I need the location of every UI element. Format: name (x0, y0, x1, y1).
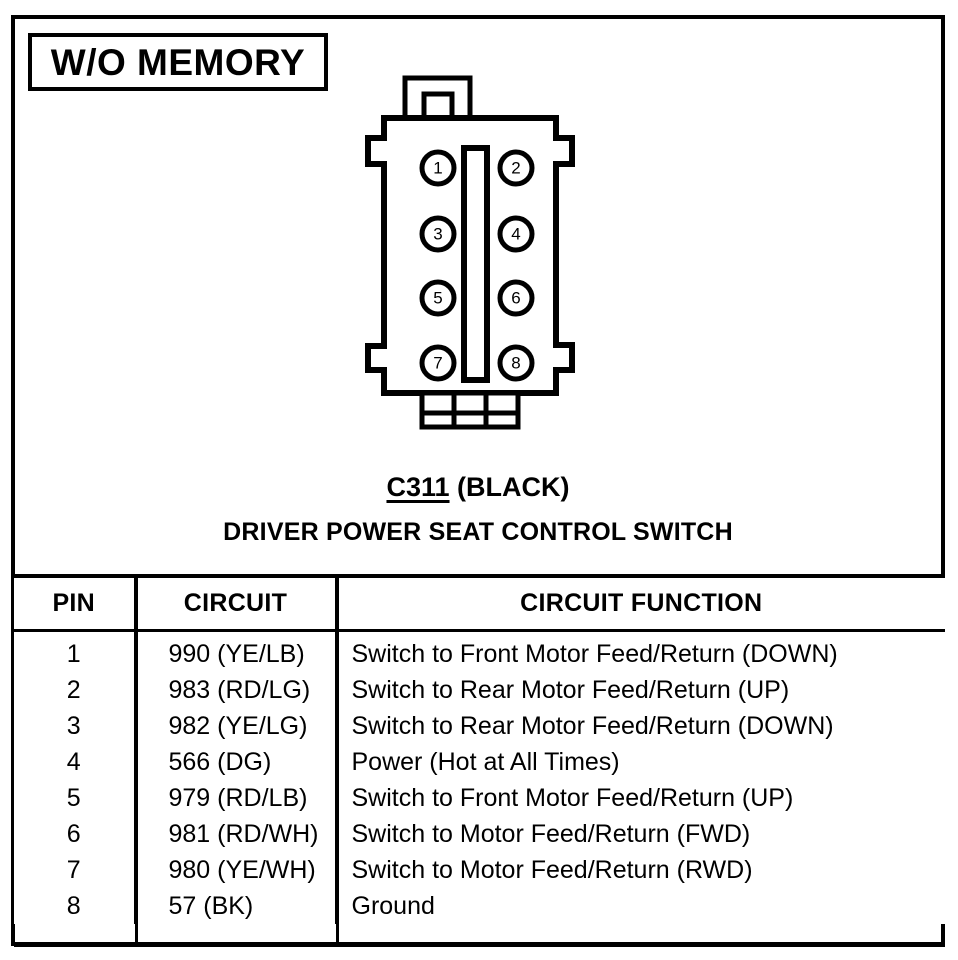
connector-center-divider (461, 145, 490, 383)
cell-function: Switch to Motor Feed/Return (RWD) (351, 855, 753, 884)
pin-2-label: 2 (511, 159, 520, 178)
device-name-caption: DRIVER POWER SEAT CONTROL SWITCH (223, 518, 733, 546)
cell-function: Switch to Rear Motor Feed/Return (UP) (351, 675, 790, 704)
cell-circuit: 990 (YE/LB) (135, 630, 338, 672)
cell-circuit: 566 (DG) (135, 744, 338, 780)
connector-pin-6: 6 (497, 279, 535, 317)
connector-pin-2: 2 (497, 149, 535, 187)
table-row: 3 982 (YE/LG) Switch to Rear Motor Feed/… (14, 708, 945, 744)
table-row: 7 980 (YE/WH) Switch to Motor Feed/Retur… (14, 852, 945, 888)
cell-pin: 4 (14, 744, 137, 780)
pin-8-label: 8 (511, 354, 520, 373)
table-row: 8 57 (BK) Ground (14, 888, 945, 924)
pin-6-label: 6 (511, 289, 520, 308)
connector-pin-3: 3 (419, 215, 457, 253)
cell-function: Switch to Front Motor Feed/Return (UP) (351, 783, 794, 812)
table-row: 1 990 (YE/LB) Switch to Front Motor Feed… (14, 630, 945, 672)
connector-pin-7: 7 (419, 344, 457, 382)
connector-illustration: 1 2 3 4 5 (360, 70, 600, 430)
table-row: 4 566 (DG) Power (Hot at All Times) (14, 744, 945, 780)
cell-function: Switch to Motor Feed/Return (FWD) (351, 819, 751, 848)
header-circuit: CIRCUIT (135, 574, 338, 632)
table-row: 6 981 (RD/WH) Switch to Motor Feed/Retur… (14, 816, 945, 852)
cell-pin: 5 (14, 780, 137, 816)
cell-function: Switch to Rear Motor Feed/Return (DOWN) (351, 711, 834, 740)
cell-pin: 6 (14, 816, 137, 852)
connector-pin-5: 5 (419, 279, 457, 317)
cell-pin: 1 (14, 630, 137, 672)
cell-pin: 2 (14, 672, 137, 708)
table-header-row: PIN CIRCUIT CIRCUIT FUNCTION (14, 574, 945, 632)
table-column-rule-circuit (336, 574, 339, 946)
table-bottom-rule (14, 943, 945, 947)
connector-latch-notch (421, 91, 455, 116)
connector-pin-1: 1 (419, 149, 457, 187)
pin-4-label: 4 (511, 225, 520, 244)
connector-id-caption: C311 (BLACK) (15, 472, 941, 503)
pin-7-label: 7 (433, 354, 442, 373)
connector-id-label: C311 (386, 472, 450, 502)
connector-pin-8: 8 (497, 344, 535, 382)
connector-color-label: (BLACK) (457, 472, 570, 502)
table-body: 1 990 (YE/LB) Switch to Front Motor Feed… (14, 630, 945, 924)
cell-circuit: 981 (RD/WH) (135, 816, 338, 852)
cell-circuit: 980 (YE/WH) (135, 852, 338, 888)
cell-circuit: 57 (BK) (135, 888, 338, 924)
connector-bottom-tabs (419, 390, 521, 430)
title-label: W/O MEMORY (50, 41, 306, 83)
cell-function: Power (Hot at All Times) (351, 747, 620, 776)
cell-pin: 8 (14, 888, 137, 924)
cell-function: Switch to Front Motor Feed/Return (DOWN) (351, 639, 838, 668)
pin-1-label: 1 (433, 159, 442, 178)
header-pin: PIN (14, 574, 137, 632)
cell-circuit: 983 (RD/LG) (135, 672, 338, 708)
table-column-rule-pin (135, 574, 138, 946)
connector-id-spacer (450, 472, 458, 502)
pin-assignment-table: PIN CIRCUIT CIRCUIT FUNCTION 1 990 (YE/L… (14, 574, 945, 924)
cell-circuit: 982 (YE/LG) (135, 708, 338, 744)
pin-3-label: 3 (433, 225, 442, 244)
connector-top-latch (402, 75, 473, 116)
cell-function: Ground (351, 891, 435, 920)
table-row: 2 983 (RD/LG) Switch to Rear Motor Feed/… (14, 672, 945, 708)
header-circuit-function: CIRCUIT FUNCTION (336, 574, 945, 632)
connector-pin-4: 4 (497, 215, 535, 253)
cell-circuit: 979 (RD/LB) (135, 780, 338, 816)
pin-5-label: 5 (433, 289, 442, 308)
table-row: 5 979 (RD/LB) Switch to Front Motor Feed… (14, 780, 945, 816)
title-box: W/O MEMORY (28, 33, 328, 91)
cell-pin: 3 (14, 708, 137, 744)
cell-pin: 7 (14, 852, 137, 888)
